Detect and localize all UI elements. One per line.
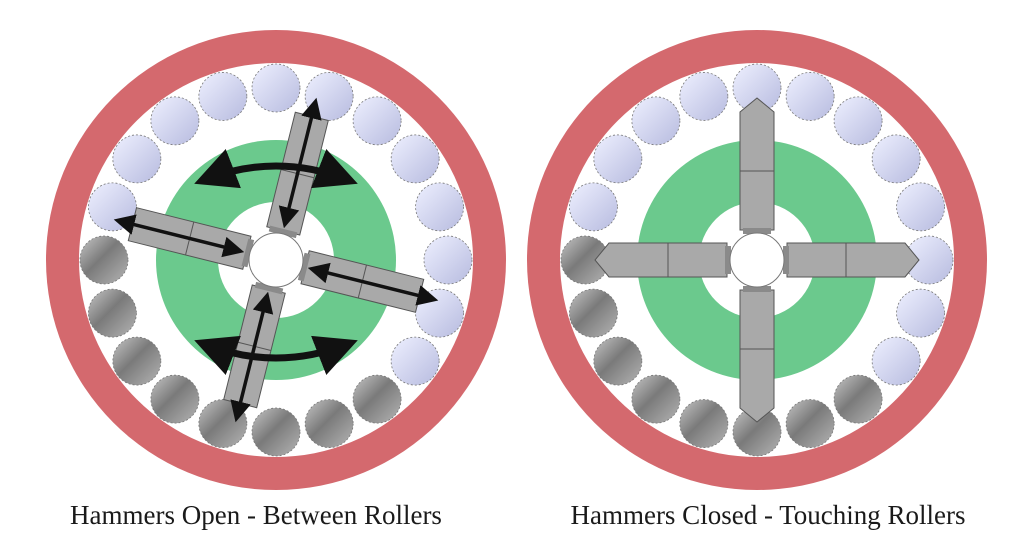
roller (251, 63, 301, 113)
roller (593, 336, 643, 386)
roller (896, 182, 945, 232)
swing-arrow-bottom (194, 335, 358, 375)
roller (304, 399, 354, 448)
hammers-open-diagram (46, 30, 506, 490)
roller (871, 134, 921, 184)
hammer (594, 242, 731, 278)
hammer-arm (739, 289, 775, 423)
hammer-pivot (743, 228, 771, 234)
roller (631, 374, 681, 424)
roller (352, 96, 402, 146)
hammer (113, 207, 255, 270)
roller (198, 72, 248, 121)
hammer-arm (739, 97, 775, 231)
roller (833, 96, 883, 146)
hammer (739, 286, 775, 423)
swing-arrow-top (194, 149, 358, 189)
roller (79, 235, 129, 285)
roller (390, 134, 440, 184)
roller (593, 134, 643, 184)
roller (150, 374, 200, 424)
roller (569, 182, 618, 232)
hammer (783, 242, 920, 278)
hammer-arm (786, 242, 920, 278)
roller (896, 288, 945, 338)
roller (390, 336, 440, 386)
roller (871, 336, 921, 386)
hammer-pivot (268, 225, 298, 239)
roller (679, 399, 729, 448)
roller (833, 374, 883, 424)
caption-hammers-open: Hammers Open - Between Rollers (70, 500, 442, 530)
hammer-pivot (783, 246, 789, 274)
hammer-pivot (725, 246, 731, 274)
roller (415, 182, 464, 232)
hammer (739, 97, 775, 234)
hammer-pivot (241, 238, 255, 268)
radial-arrow (113, 214, 245, 258)
hub-bore (729, 232, 785, 288)
roller (631, 96, 681, 146)
roller (904, 235, 954, 285)
hub-bore (248, 232, 304, 288)
hammer-pivot (743, 286, 771, 292)
roller (569, 288, 618, 338)
hammer-arm (594, 242, 728, 278)
radial-arrow (307, 262, 439, 306)
roller (785, 72, 835, 121)
roller (112, 336, 162, 386)
roller (251, 407, 301, 457)
roller (88, 288, 137, 338)
roller (785, 399, 835, 448)
hammer-pivot (297, 252, 311, 282)
caption-hammers-closed: Hammers Closed - Touching Rollers (570, 500, 966, 530)
roller (679, 72, 729, 121)
hammers-closed-diagram (527, 30, 987, 490)
roller (150, 96, 200, 146)
roller (352, 374, 402, 424)
hammer-pivot (254, 281, 284, 295)
hammer (297, 250, 439, 313)
roller (423, 235, 473, 285)
roller (112, 134, 162, 184)
